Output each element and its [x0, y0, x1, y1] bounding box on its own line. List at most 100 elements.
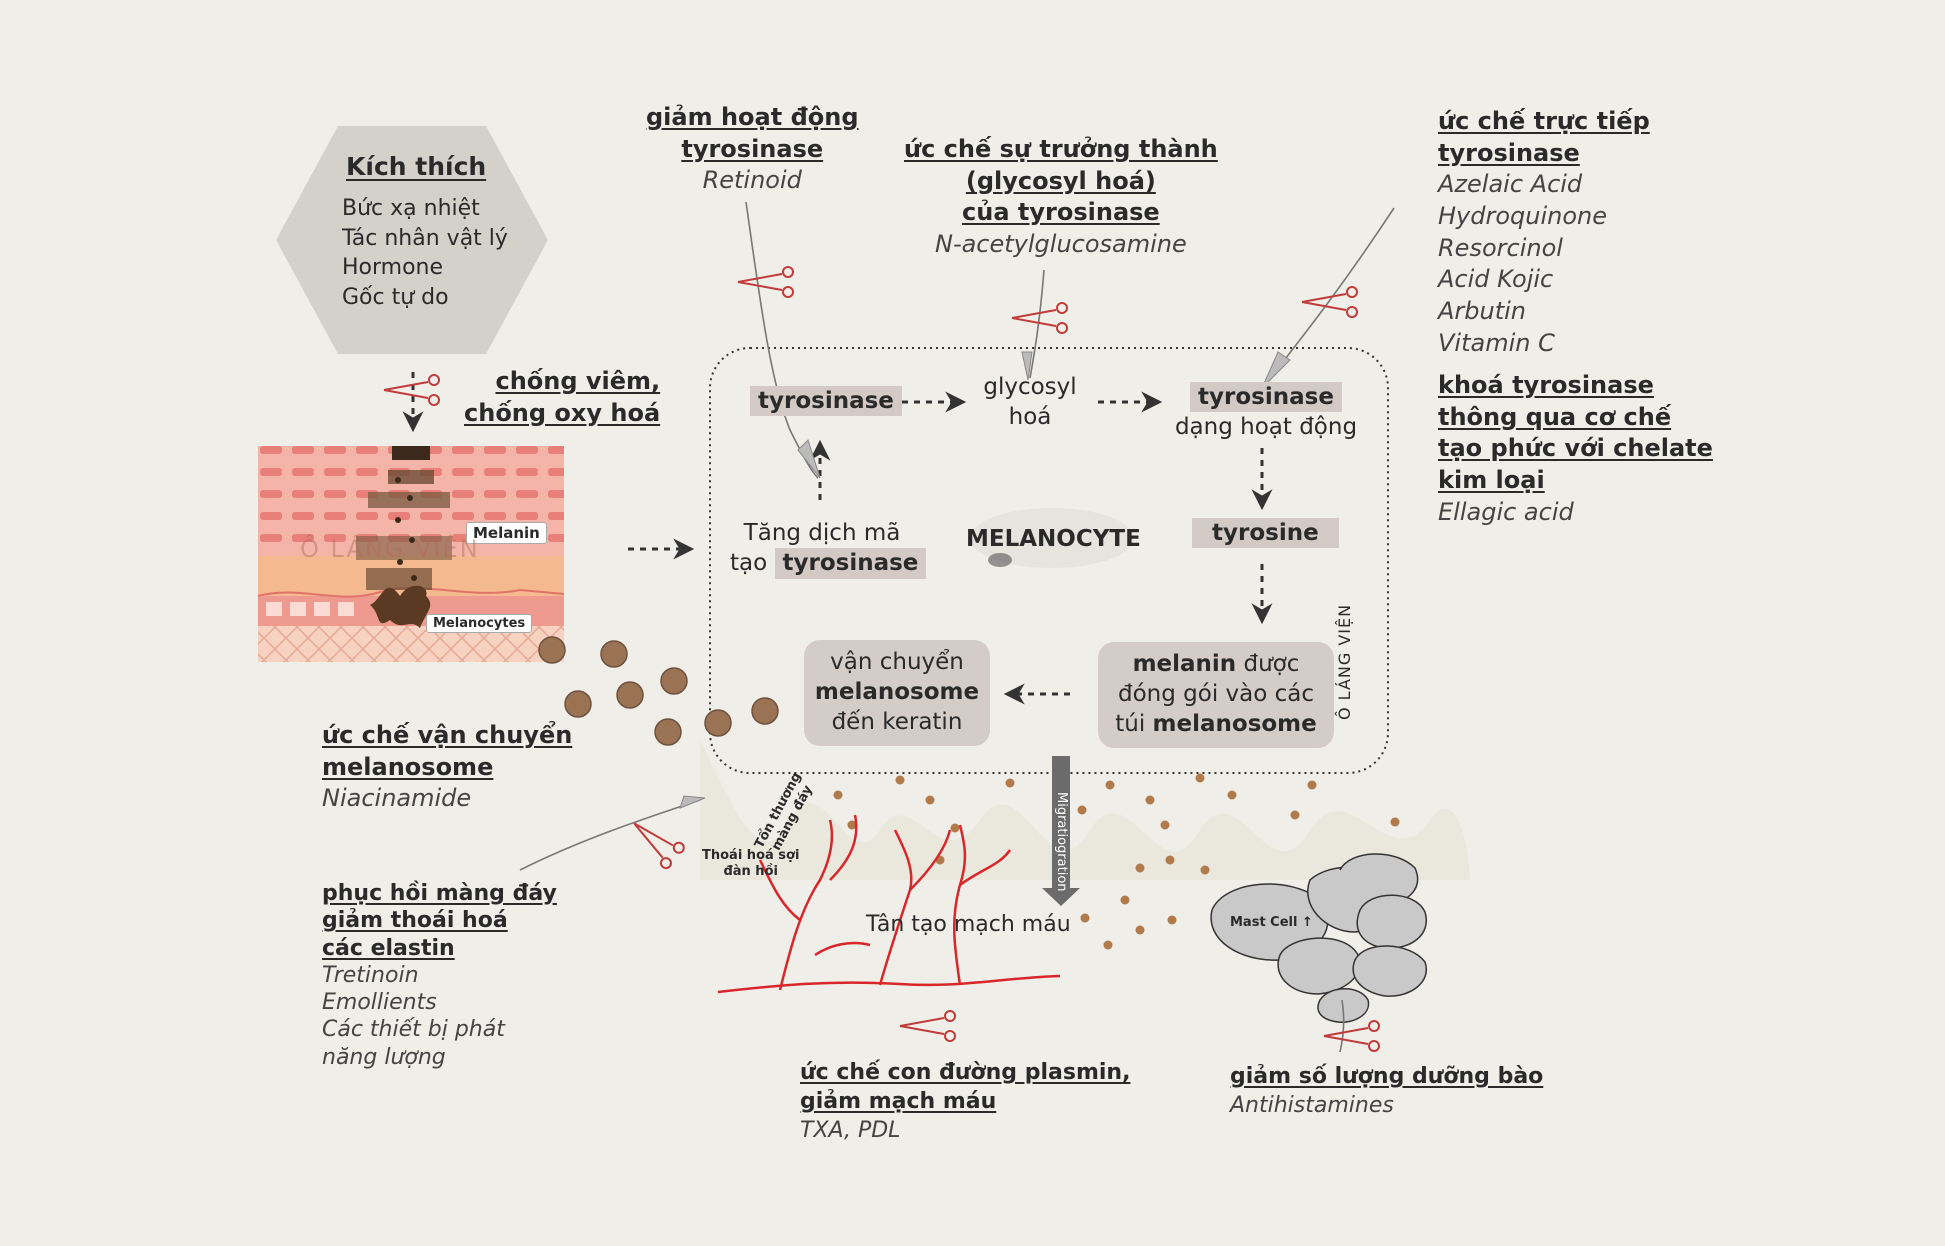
membrane-agent: năng lượng — [322, 1044, 446, 1070]
membrane-agent: Các thiết bị phát — [322, 1017, 505, 1043]
stimulus-hexagon — [276, 126, 548, 354]
glycosyl-annotation: ức chế sự trưởng thành (glycosyl hoá) củ… — [904, 134, 1218, 261]
chelate-agent: Ellagic acid — [1438, 497, 1574, 526]
glycosyl-line3: của tyrosinase — [962, 198, 1160, 227]
packaging-line2: đóng gói vào các — [1117, 680, 1314, 707]
anti-inflammatory-line2: chống oxy hoá — [464, 398, 661, 427]
stimulus-list: Bức xạ nhiệt Tác nhân vật lý Hormone Gốc… — [342, 194, 508, 313]
anti-inflammatory-line1: chống viêm, — [495, 367, 661, 395]
membrane-line: giảm thoái hoá — [322, 908, 508, 934]
angiogenesis-label: Tân tạo mạch máu — [866, 912, 1071, 937]
stimulus-item: Tác nhân vật lý — [342, 225, 508, 251]
mast-line1: giảm số lượng dưỡng bào — [1230, 1064, 1544, 1089]
inhibition-tips — [679, 351, 1291, 809]
transport-inhibit-agent: Niacinamide — [322, 784, 472, 813]
direct-agent: Acid Kojic — [1438, 265, 1554, 294]
glycosylation-line2: hoá — [1008, 404, 1052, 431]
transport-line3: đến keratin — [831, 708, 963, 735]
stimulus-item: Hormone — [342, 255, 444, 281]
transcription-prefix: tạo — [730, 550, 768, 577]
plasmin-line2: giảm mạch máu — [800, 1089, 997, 1115]
chelate-line: kim loại — [1438, 466, 1545, 495]
glycosyl-line2: (glycosyl hoá) — [965, 166, 1156, 195]
melanocytes-label: Melanocytes — [426, 614, 533, 633]
membrane-agent: Emollients — [322, 990, 437, 1016]
direct-inhibitor-annotation: ức chế trực tiếp tyrosinase Azelaic Acid… — [1438, 106, 1650, 359]
packaging-prefix: túi — [1115, 710, 1153, 737]
membrane-agent: Tretinoin — [322, 962, 419, 988]
glycosylation-node: glycosyl hoá — [980, 372, 1080, 433]
direct-agent: Arbutin — [1438, 297, 1527, 326]
melanin-label: Melanin — [466, 522, 547, 544]
elastin-line2: đàn hồi — [723, 863, 778, 879]
mast-agent: Antihistamines — [1230, 1093, 1394, 1119]
anti-inflammatory-label: chống viêm, chống oxy hoá — [464, 366, 660, 429]
skin-watermark: Ô LÁNG VIÊN — [300, 535, 480, 563]
tyrosinase-node: tyrosinase — [750, 386, 902, 417]
mast-cell-label: Mast Cell ↑ — [1230, 915, 1313, 930]
melanosome-dots — [538, 636, 779, 746]
glycosyl-agent: N-acetylglucosamine — [934, 230, 1187, 259]
chelate-line: thông qua cơ chế — [1438, 402, 1672, 431]
packaging-line1: melanin được — [1133, 651, 1300, 677]
melanocyte-nucleus — [988, 553, 1012, 567]
retinoid-agent: Retinoid — [702, 166, 802, 195]
plasmin-agent: TXA, PDL — [800, 1118, 901, 1144]
stimulus-item: Gốc tự do — [342, 285, 449, 311]
direct-agent: Resorcinol — [1438, 233, 1563, 262]
direct-line1: ức chế trực tiếp — [1438, 107, 1650, 135]
transport-inhibitor-annotation: ức chế vận chuyển melanosome Niacinamide — [322, 720, 572, 815]
direct-agent: Vitamin C — [1438, 328, 1555, 357]
chelate-line: khoá tyrosinase — [1438, 371, 1654, 399]
transport-line1: vận chuyển — [830, 649, 964, 675]
elastin-line1: Thoái hoá sợi — [702, 848, 800, 863]
melanocyte-label: MELANOCYTE — [966, 526, 1141, 552]
transcription-tyrosinase-chip: tyrosinase — [774, 548, 927, 579]
melanocyte-cell-shape — [970, 508, 1134, 568]
migration-arrow — [1042, 756, 1080, 906]
tyrosine-node: tyrosine — [1192, 518, 1339, 549]
retinoid-annotation: giảm hoạt động tyrosinase Retinoid — [646, 102, 859, 197]
chelate-annotation: khoá tyrosinase thông qua cơ chế tạo phứ… — [1438, 370, 1713, 528]
transport-node: vận chuyển melanosome đến keratin — [804, 640, 990, 746]
blood-vessels — [717, 814, 1061, 994]
stimulus-title: Kích thích — [346, 152, 487, 181]
plasmin-line1: ức chế con đường plasmin, — [800, 1060, 1131, 1085]
active-tyrosinase-node: tyrosinase dạng hoạt động — [1166, 382, 1366, 443]
skin-illustration — [257, 446, 565, 662]
tyrosinase-chip: tyrosinase — [750, 386, 902, 417]
plasmin-annotation: ức chế con đường plasmin, giảm mạch máu … — [800, 1058, 1130, 1145]
epidermis-wave — [700, 740, 1470, 880]
glycosyl-line1: ức chế sự trưởng thành — [904, 135, 1218, 163]
mast-annotation: giảm số lượng dưỡng bào Antihistamines — [1230, 1062, 1543, 1120]
packaging-line3: túi melanosome — [1115, 711, 1317, 737]
transport-line2: melanosome — [814, 678, 980, 705]
direct-line2: tyrosinase — [1438, 138, 1580, 167]
packaging-node: melanin được đóng gói vào các túi melano… — [1098, 642, 1334, 748]
flow-arrows — [402, 372, 1273, 705]
transport-inhibit-line2: melanosome — [322, 752, 494, 781]
side-watermark: Ô LÁNG VIỆN — [1335, 603, 1354, 720]
membrane-line: phục hồi màng đáy — [322, 881, 557, 906]
retinoid-line2: tyrosinase — [681, 134, 824, 163]
transcription-line1: Tăng dịch mã — [743, 520, 901, 546]
direct-agent: Azelaic Acid — [1438, 170, 1583, 199]
retinoid-line1: giảm hoạt động — [646, 103, 859, 131]
transcription-line2: tạo tyrosinase — [730, 548, 927, 579]
tyrosine-chip: tyrosine — [1192, 518, 1339, 549]
transport-inhibit-line1: ức chế vận chuyển — [322, 721, 573, 749]
direct-agent: Hydroquinone — [1438, 202, 1608, 231]
migration-label: Migratiogration — [1054, 792, 1069, 892]
packaging-melanin: melanin — [1132, 651, 1237, 677]
active-tyrosinase-sub: dạng hoạt động — [1174, 414, 1358, 441]
scissors-icons — [383, 266, 1380, 1052]
chelate-line: tạo phức với chelate — [1438, 434, 1713, 463]
packaging-melanosome: melanosome — [1152, 710, 1317, 737]
elastin-label: Thoái hoá sợi đàn hồi — [702, 848, 799, 879]
active-tyrosinase-chip: tyrosinase — [1190, 382, 1342, 413]
stimulus-item: Bức xạ nhiệt — [342, 196, 480, 221]
membrane-line: các elastin — [322, 935, 455, 961]
packaging-line1-rest: được — [1236, 651, 1300, 677]
glycosylation-line1: glycosyl — [983, 374, 1077, 400]
